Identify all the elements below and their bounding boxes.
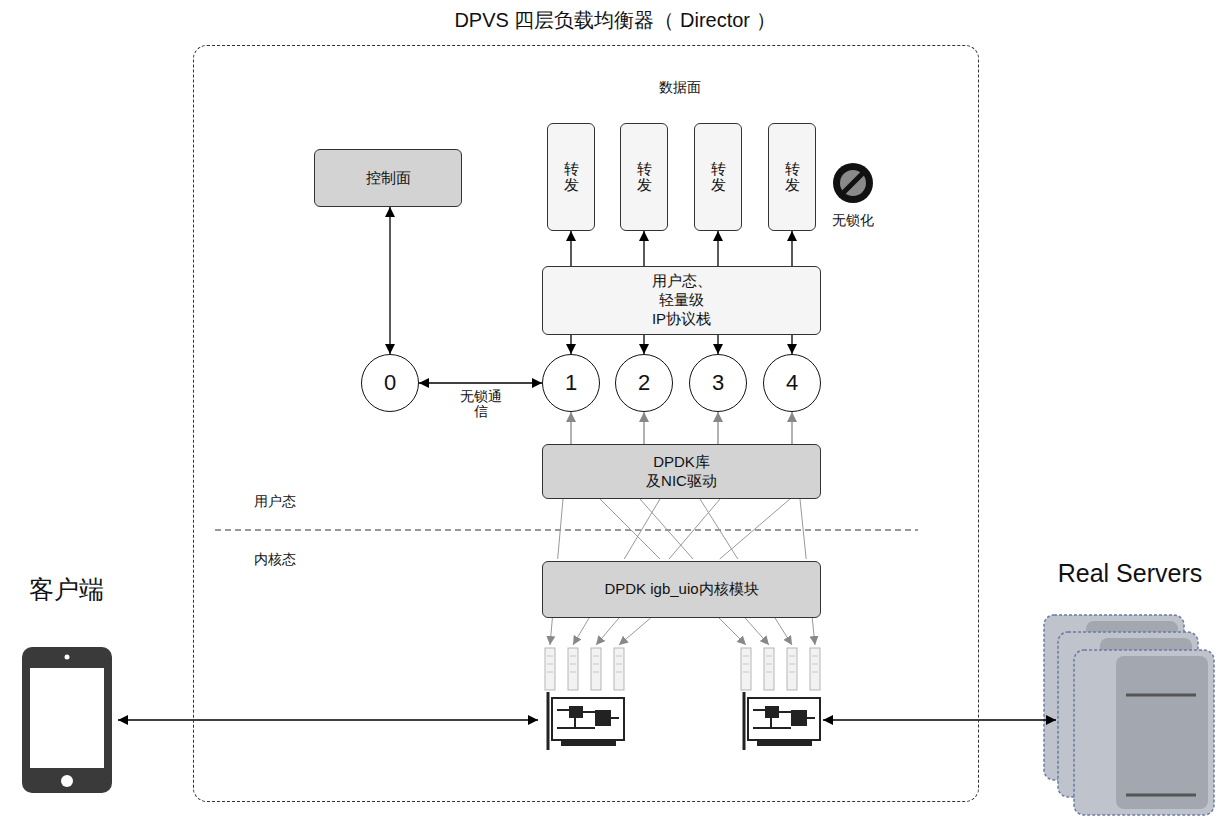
ip-stack-box: 用户态、轻量级 IP协议栈 (542, 266, 821, 335)
user-kernel-divider (215, 529, 918, 530)
free-label: 内核态 (254, 551, 296, 568)
edge-label: 无锁通信 (460, 389, 502, 420)
nic-wire (619, 618, 651, 645)
nic-wire (558, 499, 563, 559)
connector-arrow (643, 412, 644, 444)
forward-box: 转发 (768, 123, 816, 231)
nic-wire (812, 618, 815, 645)
core-circle: 3 (689, 354, 747, 412)
node-text: DPDK库 及NIC驱动 (646, 453, 717, 491)
core-circle: 1 (542, 354, 600, 412)
free-label: 客户端 (29, 574, 104, 604)
node-text: 转发 (637, 161, 652, 194)
node-text: 转发 (711, 161, 726, 194)
node-text: 0 (384, 369, 396, 397)
nic-wire (700, 499, 738, 559)
connector-arrow (643, 231, 644, 266)
nic-wire (640, 499, 693, 559)
kernel-module-box: DPDK igb_uio内核模块 (542, 561, 821, 618)
director-boundary: DPVS 四层负载均衡器（ Director ）控制面转发转发转发转发用户态、轻… (193, 45, 979, 802)
phone-icon (22, 647, 112, 793)
forward-box: 转发 (694, 123, 742, 231)
node-text: 4 (786, 369, 798, 397)
connector-arrow (570, 412, 571, 444)
nic-wire (596, 618, 619, 645)
connector-arrow (791, 231, 792, 266)
nic-wire (550, 618, 552, 645)
node-text: 用户态、轻量级 IP协议栈 (652, 272, 712, 328)
nic-card (741, 648, 820, 750)
node-text: 转发 (564, 161, 579, 194)
server-stack (1044, 615, 1214, 815)
nic-wire (600, 499, 660, 559)
free-label: 数据面 (659, 79, 701, 96)
node-text: 3 (712, 369, 724, 397)
control-plane-box: 控制面 (314, 149, 462, 207)
free-label: 用户态 (254, 493, 296, 510)
connector-arrow (791, 412, 792, 444)
connector-arrow (643, 335, 644, 354)
core-circle: 2 (615, 354, 673, 412)
node-text: 2 (638, 369, 650, 397)
nic-wire (719, 618, 746, 645)
connector-arrow (717, 412, 718, 444)
nic-wire (800, 499, 806, 559)
connector-arrow (570, 335, 571, 354)
connector-arrow (570, 231, 571, 266)
forward-box: 转发 (547, 123, 595, 231)
connector-arrow (791, 335, 792, 354)
free-label: 无锁化 (832, 212, 874, 229)
node-text: DPVS 四层负载均衡器（ Director ） (223, 8, 1007, 33)
core-circle: 4 (763, 354, 821, 412)
nic-wire (745, 618, 769, 645)
client-link (118, 719, 538, 720)
server-link (823, 719, 1056, 720)
nic-wire (573, 618, 589, 645)
nic-card (545, 648, 624, 750)
node-text: 1 (565, 369, 577, 397)
connector-arrow (389, 207, 390, 354)
core-circle: 0 (361, 354, 419, 412)
no-lock-icon (833, 163, 873, 203)
node-text: DPDK igb_uio内核模块 (604, 580, 758, 599)
free-label: Real Servers (1058, 558, 1203, 588)
node-text: 控制面 (366, 169, 411, 188)
node-text: 转发 (785, 161, 800, 194)
dpdk-lib-box: DPDK库 及NIC驱动 (542, 444, 821, 499)
forward-box: 转发 (620, 123, 668, 231)
nic-wire (720, 499, 790, 559)
nic-wire (669, 499, 720, 559)
connector-arrow (717, 231, 718, 266)
nic-wire (775, 618, 792, 645)
connector-arrow (717, 335, 718, 354)
connector-arrow (419, 382, 542, 383)
